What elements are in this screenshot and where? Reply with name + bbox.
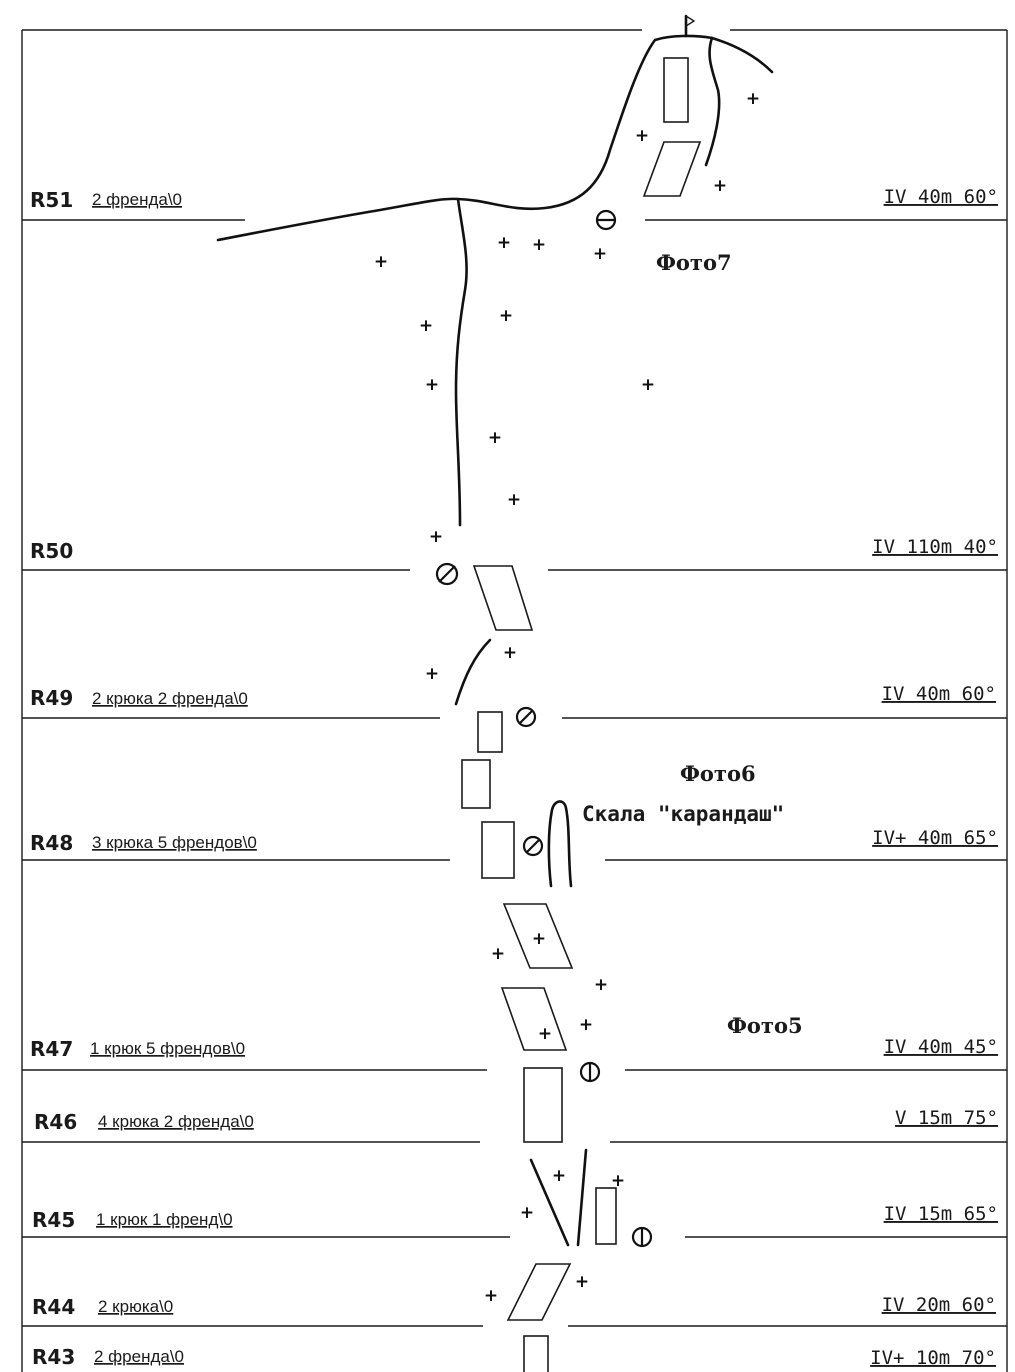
pitch-code-r47: R47 bbox=[30, 1037, 73, 1061]
pencil-rock-outline bbox=[547, 800, 573, 888]
belay-anchor-icon bbox=[515, 706, 537, 728]
belay-anchor-icon bbox=[595, 209, 617, 231]
pitch-code-r50: R50 bbox=[30, 539, 73, 563]
protection-point: + bbox=[575, 1272, 589, 1292]
pitch-grade-r48: IV+ 40m 65° bbox=[872, 827, 998, 849]
r49-crack bbox=[454, 638, 492, 706]
protection-point: + bbox=[488, 428, 502, 448]
protection-point: + bbox=[713, 176, 727, 196]
protection-point: + bbox=[484, 1286, 498, 1306]
pitch-grade-r47: IV 40m 45° bbox=[884, 1036, 998, 1058]
pitch-code-r43: R43 bbox=[32, 1345, 75, 1369]
pitch-code-r48: R48 bbox=[30, 831, 73, 855]
rock-block bbox=[595, 1187, 617, 1245]
left-crack-line bbox=[454, 197, 468, 527]
rock-slab bbox=[502, 903, 574, 969]
protection-point: + bbox=[429, 527, 443, 547]
rock-slab bbox=[642, 141, 702, 197]
pencil-rock-label: Скала "карандаш" bbox=[582, 802, 784, 826]
pitch-code-r49: R49 bbox=[30, 686, 73, 710]
rock-blocks bbox=[461, 57, 702, 1372]
belay-anchor-icon bbox=[579, 1061, 601, 1083]
protection-point: + bbox=[425, 664, 439, 684]
pitch-gear-r48: 3 крюка 5 френдов\0 bbox=[92, 833, 257, 852]
rock-block bbox=[477, 711, 503, 753]
protection-point: + bbox=[579, 1015, 593, 1035]
rock-block bbox=[481, 821, 515, 879]
rock-block bbox=[523, 1067, 563, 1143]
protection-point: + bbox=[532, 929, 546, 949]
rock-slab bbox=[472, 565, 534, 631]
protection-point: + bbox=[520, 1203, 534, 1223]
summit-flag-icon bbox=[684, 14, 696, 38]
r45-crack-right bbox=[576, 1148, 588, 1247]
pitch-gear-r49: 2 крюка 2 френда\0 bbox=[92, 689, 248, 708]
belay-anchor-icon bbox=[435, 562, 459, 586]
topo-frame bbox=[21, 29, 1008, 1372]
pitch-code-r46: R46 bbox=[34, 1110, 77, 1134]
protection-point: + bbox=[552, 1166, 566, 1186]
rock-outline-lines bbox=[216, 34, 774, 1247]
photo-references: Фото7 Фото6 Фото5 Скала "карандаш" bbox=[582, 250, 803, 1038]
protection-point: + bbox=[611, 1171, 625, 1191]
rock-block bbox=[523, 1335, 549, 1372]
protection-point: + bbox=[635, 126, 649, 146]
protection-point: + bbox=[507, 490, 521, 510]
protection-point: + bbox=[532, 235, 546, 255]
protection-point: + bbox=[594, 975, 608, 995]
pitch-grades: IV 40m 60° IV 110m 40° IV 40m 60° IV+ 40… bbox=[870, 186, 998, 1369]
pitch-gear-r45: 1 крюк 1 френд\0 bbox=[96, 1210, 233, 1229]
rock-slab bbox=[506, 1263, 572, 1321]
pitch-codes: R51 R50 R49 R48 R47 R46 R45 R44 R43 bbox=[30, 188, 77, 1369]
pitch-grade-r45: IV 15m 65° bbox=[884, 1203, 998, 1225]
pitch-grade-r50: IV 110m 40° bbox=[872, 536, 998, 558]
rock-block bbox=[663, 57, 689, 123]
pitch-grade-r44: IV 20m 60° bbox=[882, 1294, 996, 1316]
protection-point: + bbox=[497, 233, 511, 253]
protection-point: + bbox=[419, 316, 433, 336]
pitch-gear-r46: 4 крюка 2 френда\0 bbox=[98, 1112, 254, 1131]
pitch-grade-r49: IV 40m 60° bbox=[882, 683, 996, 705]
photo-label-7: Фото7 bbox=[656, 250, 732, 275]
protection-point: + bbox=[503, 643, 517, 663]
pitch-grade-r46: V 15m 75° bbox=[895, 1107, 998, 1129]
photo-label-5: Фото5 bbox=[727, 1013, 803, 1038]
photo-label-6: Фото6 bbox=[680, 761, 756, 786]
pitch-gear-notes: 2 френда\0 2 крюка 2 френда\0 3 крюка 5 … bbox=[90, 190, 257, 1366]
protection-point: + bbox=[538, 1024, 552, 1044]
pitch-grade-r43: IV+ 10m 70° bbox=[870, 1347, 996, 1369]
pitch-code-r45: R45 bbox=[32, 1208, 75, 1232]
protection-point: + bbox=[593, 244, 607, 264]
pitch-code-r44: R44 bbox=[32, 1295, 75, 1319]
r45-crack-left bbox=[529, 1158, 570, 1247]
pitch-gear-r51: 2 френда\0 bbox=[92, 190, 182, 209]
pitch-gear-r44: 2 крюка\0 bbox=[98, 1297, 173, 1316]
rock-slab bbox=[500, 987, 568, 1051]
pitch-gear-r43: 2 френда\0 bbox=[94, 1347, 184, 1366]
right-crack-top bbox=[704, 36, 721, 167]
belay-anchor-icon bbox=[631, 1226, 653, 1248]
protection-point: + bbox=[499, 306, 513, 326]
ridge-crack-top bbox=[216, 34, 774, 242]
protection-points: + + + + + + + + + + + + + + + + + + + + … bbox=[374, 89, 760, 1306]
protection-point: + bbox=[746, 89, 760, 109]
protection-point: + bbox=[491, 944, 505, 964]
pitch-grade-r51: IV 40m 60° bbox=[884, 186, 998, 208]
protection-point: + bbox=[374, 252, 388, 272]
belay-anchor-icon bbox=[522, 835, 544, 857]
pitch-gear-r47: 1 крюк 5 френдов\0 bbox=[90, 1039, 245, 1058]
rock-block bbox=[461, 759, 491, 809]
belay-symbols bbox=[435, 209, 653, 1248]
protection-point: + bbox=[641, 375, 655, 395]
pitch-separators bbox=[22, 219, 1007, 1327]
protection-point: + bbox=[425, 375, 439, 395]
pitch-code-r51: R51 bbox=[30, 188, 73, 212]
